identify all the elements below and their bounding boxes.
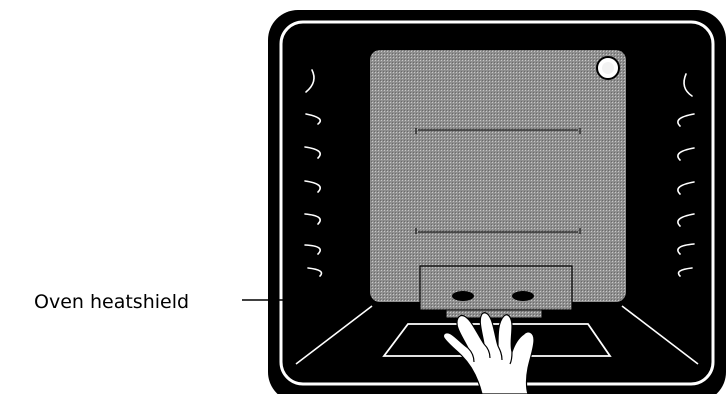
callout-label-oven-heatshield: Oven heatshield: [34, 290, 189, 314]
oven-light-icon: [597, 57, 619, 79]
heatshield-bracket: [420, 266, 572, 318]
heatshield-panel: [370, 50, 626, 302]
